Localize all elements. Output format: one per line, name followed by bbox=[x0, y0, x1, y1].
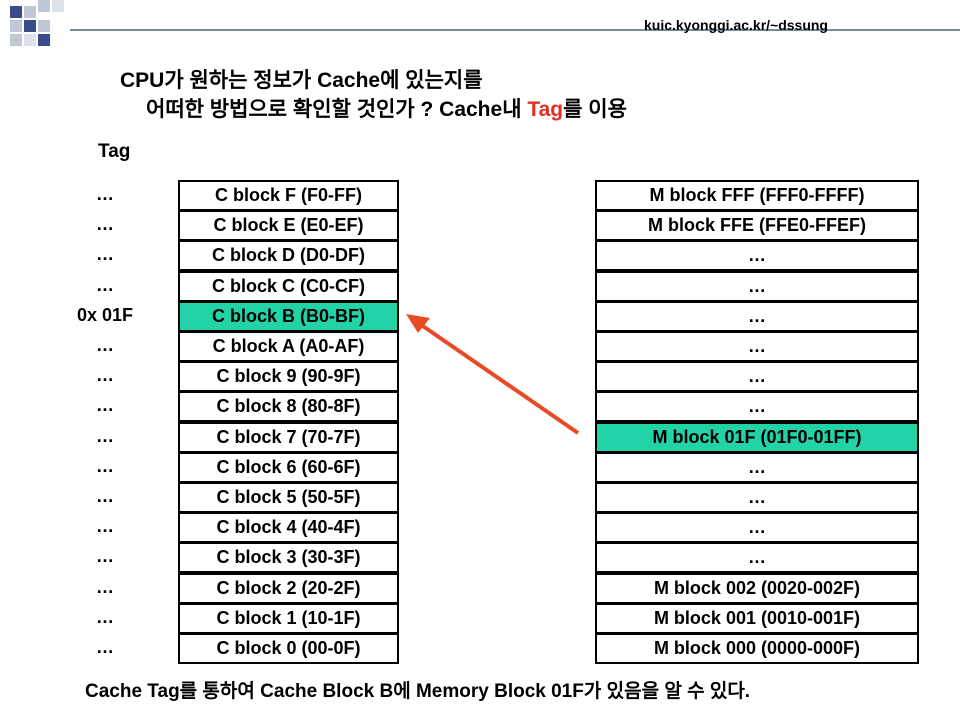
memory-block: … bbox=[595, 300, 919, 332]
arrow-line bbox=[415, 320, 580, 435]
tag-value: … bbox=[96, 576, 114, 597]
cache-block: C block 7 (70-7F) bbox=[178, 421, 399, 453]
cache-block: C block A (A0-AF) bbox=[178, 331, 399, 362]
tag-value: … bbox=[96, 606, 114, 627]
cache-block: C block B (B0-BF) bbox=[178, 300, 399, 332]
memory-block: … bbox=[595, 331, 919, 362]
memory-block: … bbox=[595, 512, 919, 544]
cache-block: C block 3 (30-3F) bbox=[178, 542, 399, 574]
deco-square bbox=[24, 20, 36, 32]
deco-square bbox=[38, 34, 50, 46]
arrow-head bbox=[406, 314, 430, 333]
tag-value: … bbox=[96, 184, 114, 204]
cache-block: C block 9 (90-9F) bbox=[178, 361, 399, 393]
slide-title: CPU가 원하는 정보가 Cache에 있는지를 어떠한 방법으로 확인할 것인… bbox=[120, 66, 627, 124]
memory-block: … bbox=[595, 482, 919, 513]
memory-block: … bbox=[595, 270, 919, 302]
memory-block: M block 000 (0000-000F) bbox=[595, 633, 919, 664]
tag-value: … bbox=[96, 486, 114, 506]
cache-block: C block 0 (00-0F) bbox=[178, 633, 399, 664]
cache-block: C block 2 (20-2F) bbox=[178, 572, 399, 604]
memory-block: M block FFE (FFE0-FFEF) bbox=[595, 210, 919, 242]
memory-block: M block 01F (01F0-01FF) bbox=[595, 421, 919, 453]
title-tag-word: Tag bbox=[527, 98, 564, 121]
tag-value: … bbox=[96, 214, 114, 235]
cache-block: C block E (E0-EF) bbox=[178, 210, 399, 242]
cache-block: C block 1 (10-1F) bbox=[178, 602, 399, 634]
cache-block: C block 5 (50-5F) bbox=[178, 482, 399, 513]
footer-caption: Cache Tag를 통하여 Cache Block B에 Memory Blo… bbox=[85, 681, 751, 702]
title-line-1: CPU가 원하는 정보가 Cache에 있는지를 bbox=[120, 69, 483, 92]
memory-block: M block 001 (0010-001F) bbox=[595, 602, 919, 634]
memory-block: M block 002 (0020-002F) bbox=[595, 572, 919, 604]
memory-block: … bbox=[595, 361, 919, 393]
tag-value: … bbox=[96, 365, 114, 386]
tag-value: … bbox=[96, 395, 114, 416]
deco-square bbox=[38, 0, 50, 12]
tag-value: … bbox=[96, 516, 114, 537]
deco-square bbox=[10, 34, 22, 46]
header-rule bbox=[70, 29, 960, 31]
cache-block: C block C (C0-CF) bbox=[178, 270, 399, 302]
title-line-2: 어떠한 방법으로 확인할 것인가 ? Cache내 Tag를 이용 bbox=[120, 95, 627, 124]
memory-block: … bbox=[595, 391, 919, 423]
title-line-2-a: 어떠한 방법으로 확인할 것인가 ? Cache내 bbox=[146, 98, 528, 121]
cache-block: C block F (F0-FF) bbox=[178, 180, 399, 211]
tag-value: … bbox=[96, 425, 114, 446]
deco-square bbox=[38, 20, 50, 32]
deco-square bbox=[24, 34, 36, 46]
deco-square bbox=[24, 6, 36, 18]
tag-value: … bbox=[96, 546, 114, 567]
cache-block: C block 8 (80-8F) bbox=[178, 391, 399, 423]
deco-square bbox=[10, 20, 22, 32]
tag-value: … bbox=[96, 244, 114, 265]
cache-block: C block 4 (40-4F) bbox=[178, 512, 399, 544]
title-line-2-b: 를 이용 bbox=[563, 98, 627, 121]
tag-value: 0x 01F bbox=[76, 304, 134, 325]
memory-block: … bbox=[595, 240, 919, 272]
tag-value: … bbox=[96, 274, 114, 295]
memory-block: M block FFF (FFF0-FFFF) bbox=[595, 180, 919, 211]
tag-value: … bbox=[96, 455, 114, 476]
cache-block: C block D (D0-DF) bbox=[178, 240, 399, 272]
deco-square bbox=[10, 6, 22, 18]
tag-column-header: Tag bbox=[98, 141, 131, 162]
cache-block: C block 6 (60-6F) bbox=[178, 451, 399, 483]
site-url: kuic.kyonggi.ac.kr/~dssung bbox=[643, 17, 828, 33]
deco-square bbox=[52, 0, 64, 12]
tag-value: … bbox=[96, 637, 114, 657]
memory-block: … bbox=[595, 451, 919, 483]
memory-block: … bbox=[595, 542, 919, 574]
tag-value: … bbox=[96, 335, 114, 355]
